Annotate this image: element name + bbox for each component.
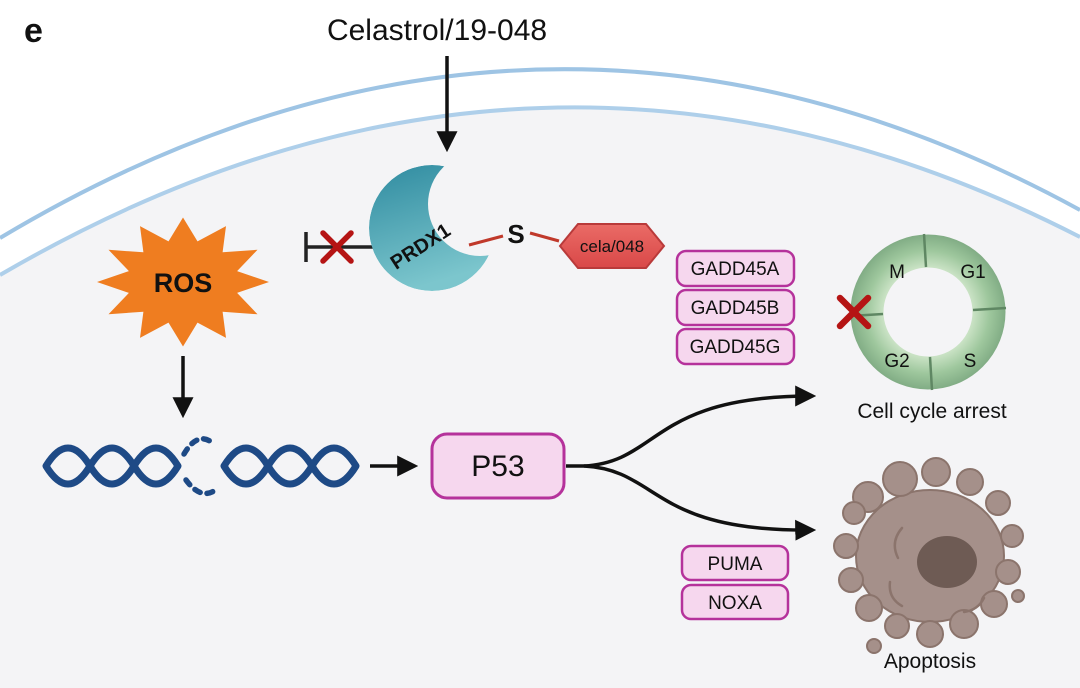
phase-m-label: M [889,262,905,283]
gadd45a-label: GADD45A [691,259,780,280]
cela-label: cela/048 [580,237,644,256]
apoptotic-cell-texture [888,526,986,614]
inhibition-x-icon [320,230,354,264]
panel-label: e [24,12,43,50]
ros-star-shape [97,217,269,347]
prdx1-crescent: PRDX1 [369,165,495,291]
ros-label: ROS [154,268,213,298]
puma-box [680,544,790,582]
cell-membrane-inner-line [0,105,1080,277]
apoptotic-nucleus [917,536,977,588]
bond-line-right [529,231,560,243]
gadd45g-box [675,327,796,366]
inhibition-symbol [304,230,384,264]
gadd45b-box [675,288,796,327]
noxa-label: NOXA [708,593,762,614]
cela-hexagon: cela/048 [558,223,666,269]
cela-hexagon-shape [558,223,666,269]
cell-cycle-ring: M G1 S G2 Cell cycle arrest [836,233,1007,423]
arrow-to-cell-cycle [583,385,817,468]
phase-g2-label: G2 [884,351,909,372]
prdx1-crescent-shape [369,165,495,291]
apoptosis-target-box-group: PUMA NOXA [680,544,790,621]
apoptotic-blebs [833,457,1025,654]
p53-box [430,432,566,500]
p53-node: P53 [430,432,566,500]
dna-double-helix [42,436,360,497]
gadd45a-box [675,249,796,288]
cycle-arrest-x-icon [836,294,872,330]
cell-cycle-arrest-caption: Cell cycle arrest [857,400,1007,423]
apoptotic-cell: Apoptosis [833,457,1025,673]
gadd45g-label: GADD45G [690,337,781,358]
noxa-box [680,583,790,621]
bond-line-left [468,234,504,247]
arrow-to-apoptosis [583,464,817,541]
gadd45-box-group: GADD45A GADD45B GADD45G [675,249,796,366]
p53-label: P53 [471,450,524,483]
sulfur-label: S [507,219,524,249]
p53-output-fork [566,385,817,541]
sulfur-bond: S [468,219,560,249]
cell-cycle-ring-shape [850,234,1006,390]
cytoplasm-region [0,107,1080,688]
cell-membrane-outer-line [0,67,1080,240]
gadd45b-label: GADD45B [691,298,780,319]
figure-title: Celastrol/19-048 [327,14,547,47]
dna-damage-break [181,436,221,497]
phase-g1-label: G1 [960,262,985,283]
ros-burst: ROS [97,217,269,347]
apoptosis-caption: Apoptosis [884,650,976,673]
puma-label: PUMA [708,554,763,575]
phase-s-label: S [964,351,977,372]
